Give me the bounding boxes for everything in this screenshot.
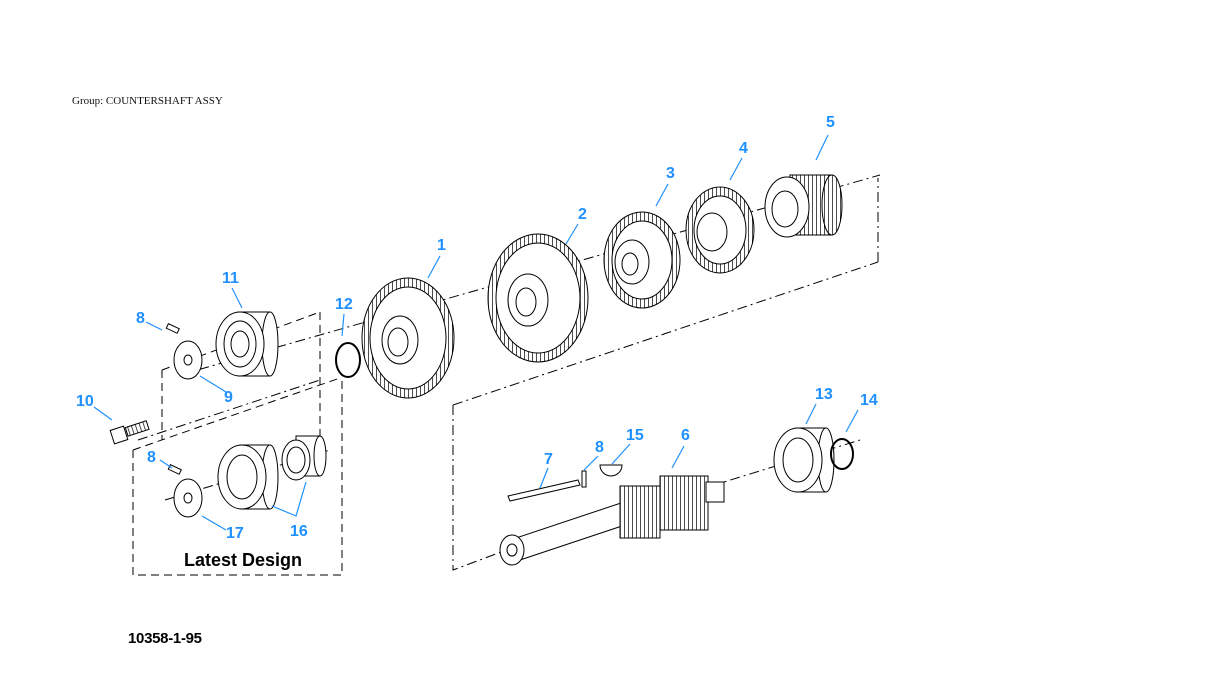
callout-leaders bbox=[93, 134, 859, 531]
pin-part-8-shaft bbox=[581, 470, 587, 488]
pin-part-8-lower bbox=[167, 463, 182, 475]
snap-ring-part-12 bbox=[335, 342, 361, 378]
sleeve-part-16 bbox=[281, 435, 327, 481]
callout-6: 6 bbox=[681, 427, 690, 444]
callout-8-shaft: 8 bbox=[595, 439, 604, 456]
callout-15: 15 bbox=[626, 427, 644, 444]
callout-2: 2 bbox=[578, 206, 587, 223]
callout-17: 17 bbox=[226, 525, 244, 542]
key-part-7 bbox=[507, 479, 581, 502]
figure-number: 10358-1-95 bbox=[128, 630, 202, 647]
hub-part-5 bbox=[764, 174, 843, 238]
callout-1: 1 bbox=[437, 237, 446, 254]
callout-labels: 1 2 3 4 5 6 7 8 15 8 9 10 11 12 13 14 8 … bbox=[76, 114, 878, 542]
gear-part-3 bbox=[603, 211, 681, 309]
bearing-part-11 bbox=[215, 311, 279, 377]
pin-part-8-upper bbox=[165, 322, 180, 334]
gear-part-4 bbox=[685, 186, 755, 274]
washer-part-17 bbox=[173, 478, 203, 518]
latest-design-caption: Latest Design bbox=[184, 550, 302, 570]
callout-16: 16 bbox=[290, 523, 308, 540]
callout-4: 4 bbox=[739, 140, 748, 157]
callout-12: 12 bbox=[335, 296, 353, 313]
callout-7: 7 bbox=[544, 451, 553, 468]
callout-9: 9 bbox=[224, 389, 233, 406]
callout-5: 5 bbox=[826, 114, 835, 131]
bearing-part-13 bbox=[773, 427, 835, 493]
gear-part-2 bbox=[487, 233, 589, 363]
callout-11: 11 bbox=[222, 270, 239, 287]
bearing-part-16 bbox=[217, 444, 279, 510]
woodruff-key-part-15 bbox=[599, 464, 623, 477]
snap-ring-part-14 bbox=[830, 438, 854, 470]
washer-part-9 bbox=[173, 340, 203, 380]
gear-part-1 bbox=[361, 277, 455, 399]
countershaft-part-6 bbox=[499, 475, 725, 566]
group-title: Group: COUNTERSHAFT ASSY bbox=[72, 95, 223, 107]
bolt-part-10 bbox=[109, 420, 150, 445]
callout-8-upper: 8 bbox=[136, 310, 145, 327]
callout-13: 13 bbox=[815, 386, 833, 403]
callout-8-lower: 8 bbox=[147, 449, 156, 466]
callout-14: 14 bbox=[860, 392, 878, 409]
callout-10: 10 bbox=[76, 393, 94, 410]
callout-3: 3 bbox=[666, 165, 675, 182]
